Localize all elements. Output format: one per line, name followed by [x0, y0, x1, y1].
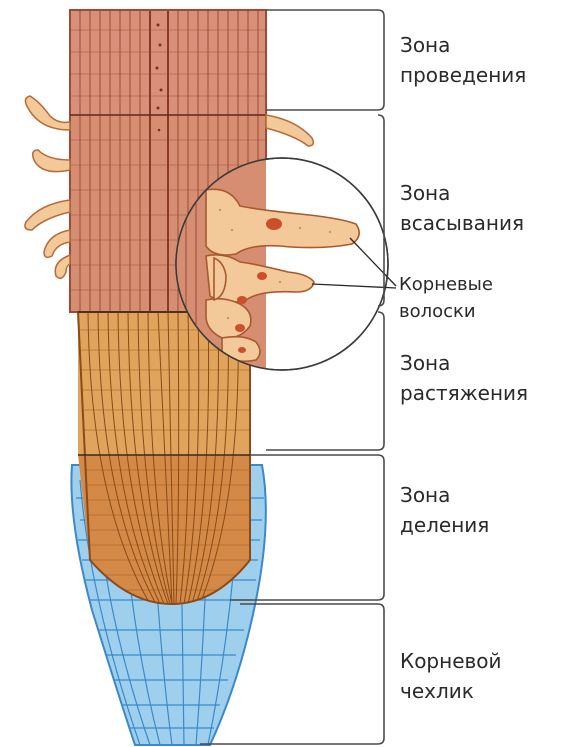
zone-label-root-cap: Корневой чехлик	[400, 646, 502, 706]
zone-label-division: Зона деления	[400, 480, 489, 540]
zone-label-absorption: Зона всасывания	[400, 178, 524, 238]
zone-label-elongation: Зона растяжения	[400, 348, 528, 408]
elongation-division-tissue	[78, 312, 250, 604]
magnified-root-hair-detail	[176, 158, 388, 370]
callout-label-root-hairs: Корневые волоски	[399, 271, 493, 325]
zone-label-conduction: Зона проведения	[400, 30, 526, 90]
